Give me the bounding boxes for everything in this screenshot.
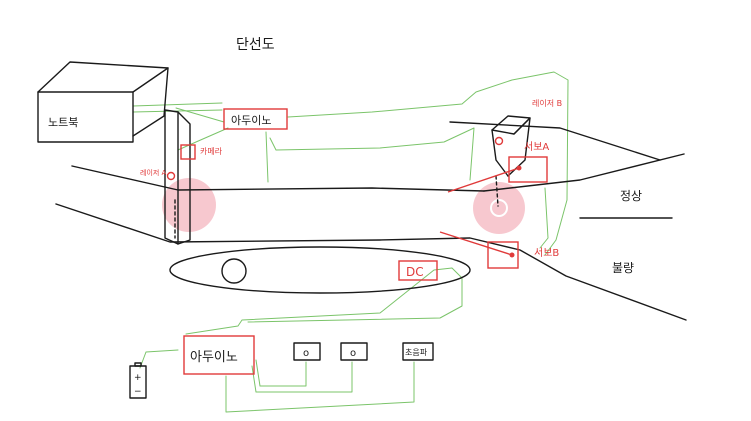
laser-spot-a: [162, 178, 216, 232]
arduino-bottom-label: 아두이노: [190, 350, 238, 365]
battery-plus-label: +: [134, 373, 142, 383]
ultrasonic-sensor-label: 초음파: [405, 348, 428, 357]
camera-label: 카메라: [200, 147, 223, 156]
laser-spot-b: [473, 182, 525, 234]
servo-a-arm: [447, 167, 520, 193]
servo-a-pivot: [516, 165, 522, 171]
laser-a-tower: [164, 109, 191, 245]
ultrasonic-sensor: [402, 342, 434, 361]
wiring: [132, 71, 569, 413]
button-1-label: o: [303, 348, 309, 359]
battery-minus-label: −: [134, 387, 142, 397]
normal-label: 정상: [620, 189, 642, 203]
dc-motor: [398, 260, 438, 281]
diagram-title: 단선도: [236, 37, 275, 53]
servo-b-label: 서보B: [534, 247, 559, 259]
button-2-label: o: [350, 348, 356, 359]
defective-label: 불량: [612, 261, 634, 275]
button-2: [340, 342, 368, 361]
servo-b-pivot: [509, 252, 515, 258]
laser-a-label: 레이저 A: [140, 168, 167, 177]
battery-terminal: [134, 362, 142, 367]
conveyor: [55, 121, 687, 321]
laptop-label: 노트북: [48, 116, 78, 129]
camera-box: [180, 144, 196, 160]
arduino-top: [223, 108, 288, 130]
servo-a: [508, 156, 548, 183]
button-1: [293, 342, 321, 361]
arduino-bottom: [183, 335, 255, 375]
laptop: [37, 61, 169, 143]
laser-spot-b-core: [490, 199, 508, 217]
dc-motor-label: DC: [406, 265, 424, 279]
servo-b: [487, 241, 519, 269]
servo-a-label: 서보A: [524, 141, 549, 153]
arduino-top-label: 아두이노: [231, 114, 271, 127]
laser-b-label: 레이저 B: [532, 98, 562, 108]
servo-b-arm: [439, 231, 513, 256]
